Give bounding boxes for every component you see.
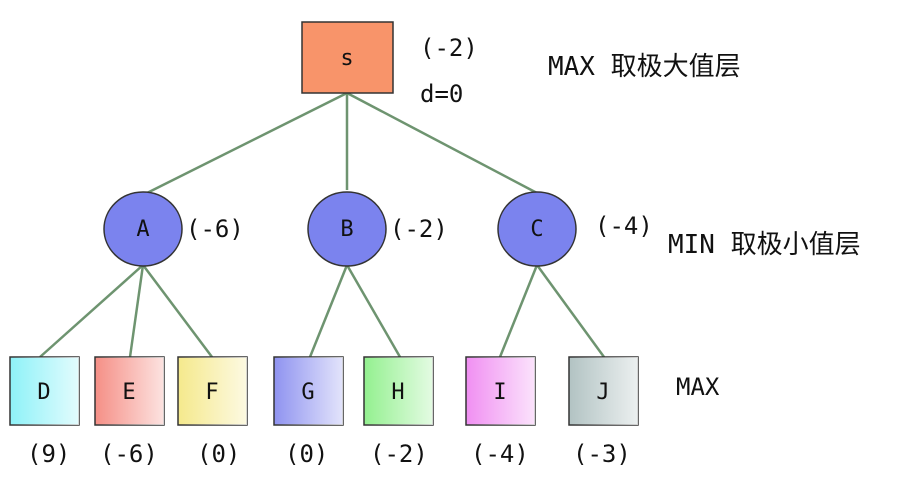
edge-c-j <box>535 264 606 358</box>
leaf-node-h-label: H <box>391 380 404 405</box>
edge-a-d <box>39 264 144 358</box>
leaf-g-value: (0) <box>285 440 329 468</box>
layer-label-max-bottom: MAX <box>676 373 720 401</box>
leaf-node-d: D <box>9 356 80 426</box>
leaf-shine-e <box>95 357 164 425</box>
min-node-c <box>497 191 577 267</box>
edge-b-g <box>308 264 349 358</box>
leaf-node-g-label: G <box>301 380 314 405</box>
leaf-node-i-label: I <box>493 380 506 405</box>
root-node-s <box>301 21 394 94</box>
leaf-node-h: H <box>363 356 434 426</box>
edge-s-c <box>346 91 538 195</box>
leaf-d-value: (9) <box>27 440 71 468</box>
edge-b-h <box>345 264 402 358</box>
min-node-c-label: C <box>530 217 543 242</box>
min-node-b <box>307 191 387 267</box>
edge-a-f <box>142 264 213 358</box>
layer-label-max-top: MAX 取极大值层 <box>548 52 741 82</box>
layer-label-min: MIN 取极小值层 <box>668 230 861 260</box>
leaf-node-i: I <box>465 356 536 426</box>
min-node-b-value: (-2) <box>390 215 448 243</box>
min-node-c-value: (-4) <box>595 212 653 240</box>
leaf-shine-i <box>466 357 535 425</box>
root-value: (-2) <box>420 34 478 62</box>
edge-c-i <box>498 264 539 358</box>
edge-a-e <box>128 264 145 358</box>
leaf-node-e-label: E <box>122 380 135 405</box>
leaf-node-j: J <box>568 356 639 426</box>
leaf-f-value: (0) <box>197 440 241 468</box>
min-node-a-value: (-6) <box>186 215 244 243</box>
leaf-node-g: G <box>273 356 344 426</box>
edge-s-a <box>142 91 348 197</box>
min-node-b-label: B <box>340 217 353 242</box>
leaf-node-f-label: F <box>205 380 218 405</box>
root-depth: d=0 <box>420 80 464 108</box>
leaf-shine-j <box>569 357 638 425</box>
leaf-e-value: (-6) <box>100 440 158 468</box>
min-node-a-label: A <box>136 217 149 242</box>
leaf-node-d-label: D <box>37 380 50 405</box>
leaf-h-value: (-2) <box>370 440 428 468</box>
leaf-node-e: E <box>94 356 165 426</box>
leaf-shine-d <box>10 357 79 425</box>
min-node-a <box>103 191 183 267</box>
root-node-label: s <box>340 46 353 71</box>
leaf-i-value: (-4) <box>471 440 529 468</box>
leaf-node-j-label: J <box>596 380 609 405</box>
leaf-j-value: (-3) <box>573 440 631 468</box>
leaf-shine-h <box>364 357 433 425</box>
leaf-shine-f <box>178 357 247 425</box>
leaf-node-f: F <box>177 356 248 426</box>
leaf-shine-g <box>274 357 343 425</box>
